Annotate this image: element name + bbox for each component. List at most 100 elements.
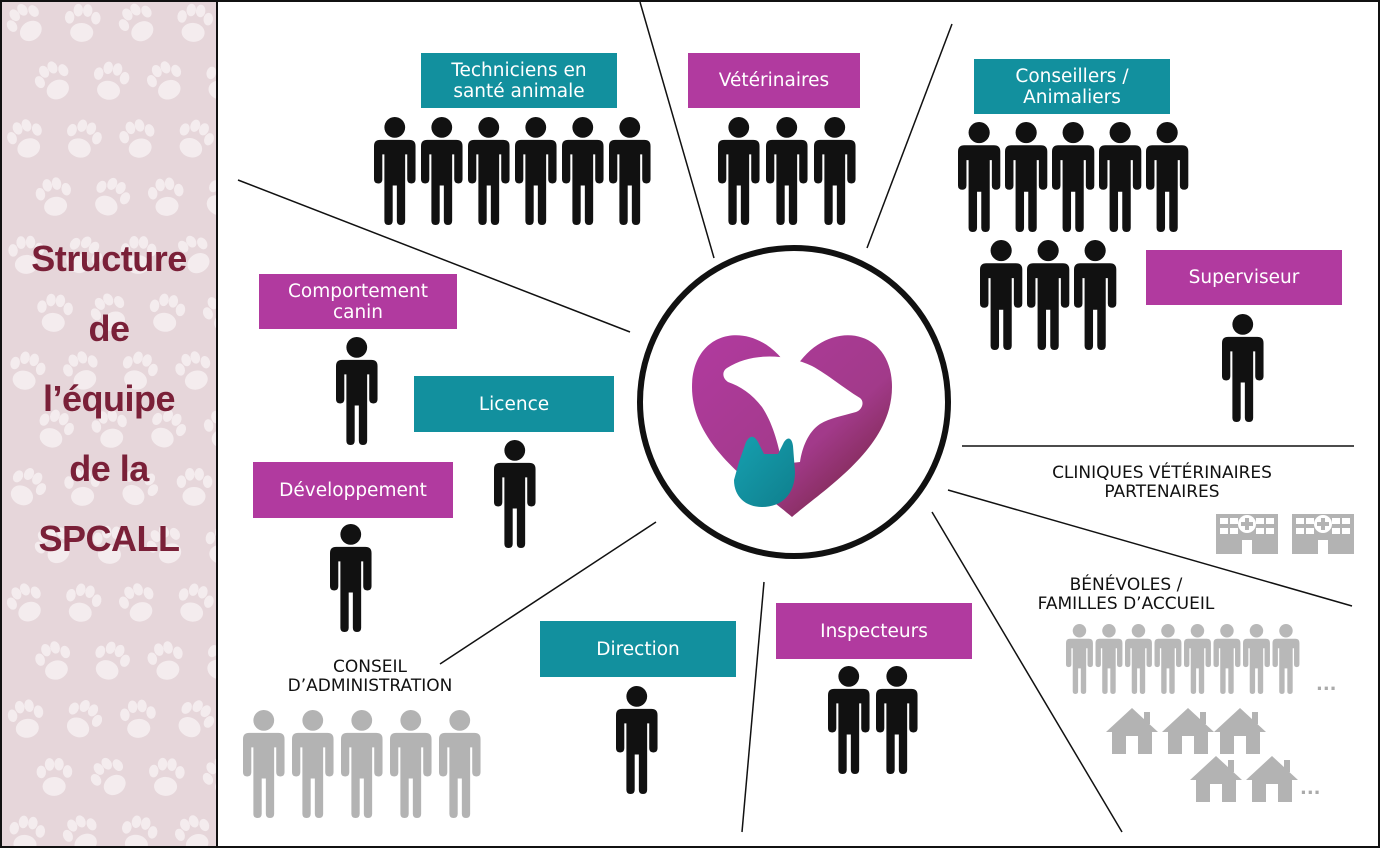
paw-print-icon xyxy=(66,699,103,738)
conseil-label: CONSEIL D’ADMINISTRATION xyxy=(287,657,453,696)
paw-print-icon xyxy=(6,583,41,622)
paw-print-icon xyxy=(202,297,216,332)
paw-print-icon xyxy=(147,641,183,680)
paw-pattern xyxy=(6,3,216,846)
conseil-person-icon xyxy=(243,710,285,818)
veterinaire-person-icon xyxy=(718,117,760,225)
paw-print-icon xyxy=(122,351,158,390)
benevole-person-icon xyxy=(1272,624,1300,694)
superviseur-person-icon xyxy=(1222,314,1264,422)
title-panel: Structure de l’équipe de la SPCALL xyxy=(2,2,218,846)
paw-print-icon xyxy=(205,525,216,564)
developpement-person-icon xyxy=(330,524,372,632)
paw-print-icon xyxy=(174,815,210,846)
benevole-person-icon xyxy=(1154,624,1182,694)
paw-print-icon xyxy=(34,61,69,100)
paw-print-icon xyxy=(149,757,185,796)
title-line-4: de la xyxy=(69,448,149,489)
paw-print-icon xyxy=(10,468,47,506)
conseillers-label: Conseillers / Animaliers xyxy=(974,59,1170,114)
conseil-person-icon xyxy=(439,710,481,818)
paw-print-icon xyxy=(90,293,126,332)
paw-print-icon xyxy=(8,235,45,274)
paw-print-icon xyxy=(64,467,100,506)
foster-home-icon xyxy=(1214,708,1266,754)
more-volunteers-ellipsis: ... xyxy=(1316,674,1337,695)
technicien-person-icon xyxy=(468,117,510,225)
paw-print-icon xyxy=(63,351,98,390)
title-line-1: Structure xyxy=(31,238,187,279)
paw-print-icon xyxy=(206,66,216,100)
paw-print-icon xyxy=(6,3,42,42)
inspecteur-person-icon xyxy=(876,666,918,774)
paw-print-icon xyxy=(95,177,131,216)
paw-print-icon xyxy=(151,409,187,448)
clinic-building-icon xyxy=(1292,514,1354,554)
paw-print-icon xyxy=(146,61,182,100)
benevole-person-icon xyxy=(1066,624,1093,694)
direction-label: Direction xyxy=(540,621,736,677)
paw-print-icon xyxy=(35,641,71,680)
divider-line xyxy=(866,23,953,249)
paw-print-icon xyxy=(175,351,211,390)
paw-print-icon xyxy=(34,525,70,564)
foster-home-icon xyxy=(1162,708,1214,754)
superviseur-label: Superviseur xyxy=(1146,250,1342,305)
conseil-person-icon xyxy=(341,710,383,818)
benevole-person-icon xyxy=(1095,624,1123,694)
technicien-person-icon xyxy=(374,117,416,225)
divider-line xyxy=(931,511,1123,833)
paw-print-icon xyxy=(122,815,158,846)
developpement-label: Développement xyxy=(253,462,453,518)
divider-line xyxy=(741,581,765,833)
heart-dog-cat-logo-icon xyxy=(692,335,892,517)
technicien-person-icon xyxy=(609,117,651,225)
paw-print-icon xyxy=(36,757,73,796)
divider-line xyxy=(237,179,631,333)
paw-print-icon xyxy=(39,409,74,448)
paw-print-icon xyxy=(90,757,126,796)
paw-print-icon xyxy=(7,699,44,738)
building-layer xyxy=(1216,514,1354,554)
paw-print-icon xyxy=(179,119,214,158)
conseiller-person-icon xyxy=(1074,240,1117,350)
foster-home-icon xyxy=(1190,756,1242,802)
technicien-person-icon xyxy=(421,117,463,225)
paw-print-icon xyxy=(37,293,73,332)
foster-home-icon xyxy=(1106,708,1158,754)
paw-print-icon xyxy=(95,641,130,680)
paw-print-icon xyxy=(206,180,216,216)
more-houses-ellipsis: ... xyxy=(1300,778,1321,799)
benevole-person-icon xyxy=(1243,624,1270,694)
paw-print-icon xyxy=(178,700,215,738)
paw-print-icon xyxy=(10,351,46,390)
conseiller-person-icon xyxy=(958,122,1001,232)
benevole-person-icon xyxy=(1184,624,1211,694)
paw-print-icon xyxy=(147,177,184,216)
conseil-person-icon xyxy=(292,710,334,818)
comportement-person-icon xyxy=(336,337,378,445)
paw-print-icon xyxy=(93,61,130,100)
paw-print-icon xyxy=(7,119,42,158)
veterinaires-label: Vétérinaires xyxy=(688,53,860,108)
paw-print-icon xyxy=(67,119,102,158)
paw-print-icon xyxy=(178,583,214,622)
paw-print-icon xyxy=(66,583,102,622)
paw-print-icon xyxy=(119,119,155,158)
paw-print-icon xyxy=(207,645,216,680)
comportement-label: Comportement canin xyxy=(259,274,457,329)
technicien-person-icon xyxy=(515,117,557,225)
divider-line xyxy=(947,489,1353,607)
divider-line xyxy=(639,2,715,259)
benevole-person-icon xyxy=(1213,624,1241,694)
paw-print-icon xyxy=(203,410,216,448)
benevoles-label: BÉNÉVOLES / FAMILLES D’ACCUEIL xyxy=(1037,575,1215,614)
paw-print-icon xyxy=(177,3,213,42)
paw-print-icon xyxy=(149,293,186,332)
direction-person-icon xyxy=(616,686,658,794)
paw-print-icon xyxy=(120,699,156,738)
conseiller-person-icon xyxy=(1146,122,1189,232)
title-line-3: l’équipe xyxy=(42,378,176,419)
licence-person-icon xyxy=(494,440,536,548)
